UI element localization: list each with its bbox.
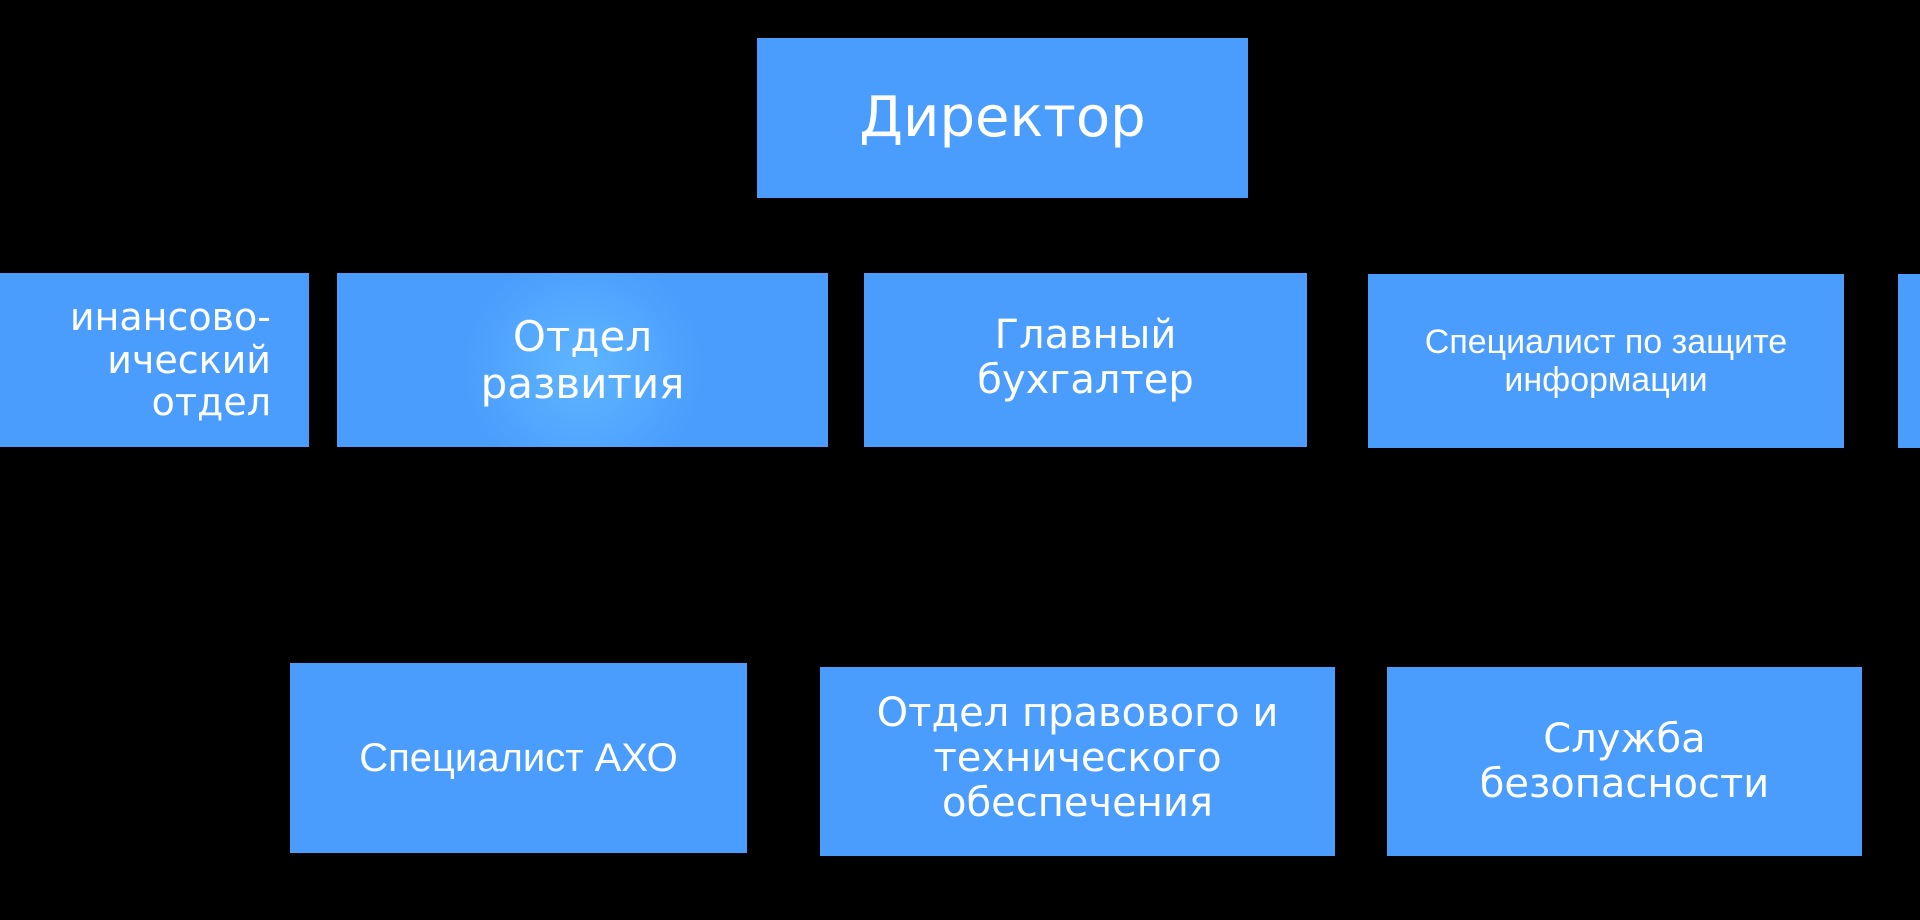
aho-specialist-label: Специалист АХО bbox=[359, 735, 678, 780]
info-security-specialist-label: Специалист по защите информации bbox=[1424, 322, 1788, 399]
finance-department-label: инансово- ический отдел bbox=[69, 295, 271, 425]
chief-accountant-label: Главный бухгалтер bbox=[977, 312, 1194, 403]
director-label: Директор bbox=[859, 84, 1146, 150]
development-department-box: Отдел развития bbox=[337, 273, 828, 447]
info-security-specialist-box: Специалист по защите информации bbox=[1368, 274, 1844, 448]
security-service-box: Служба безопасности bbox=[1387, 667, 1862, 856]
development-department-label: Отдел развития bbox=[480, 312, 685, 409]
chief-accountant-box: Главный бухгалтер bbox=[864, 273, 1307, 447]
cropped-box-edge bbox=[1898, 274, 1920, 448]
legal-tech-department-label: Отдел правового и технического обеспечен… bbox=[876, 690, 1279, 826]
director-box: Директор bbox=[757, 38, 1248, 198]
security-service-label: Служба безопасности bbox=[1479, 715, 1770, 807]
finance-department-box: инансово- ический отдел bbox=[0, 273, 309, 447]
aho-specialist-box: Специалист АХО bbox=[290, 663, 747, 853]
legal-tech-department-box: Отдел правового и технического обеспечен… bbox=[820, 667, 1335, 856]
